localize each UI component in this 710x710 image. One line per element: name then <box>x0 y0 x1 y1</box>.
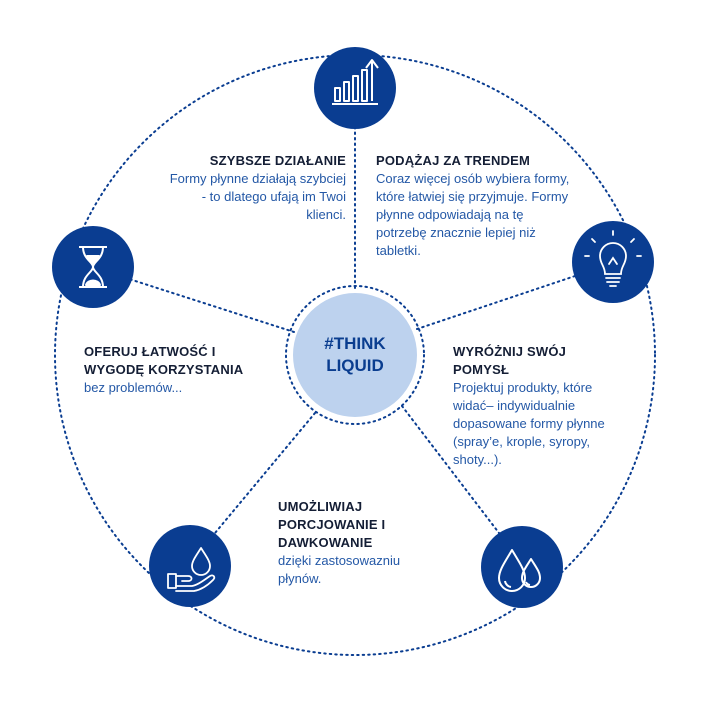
center-label: #THINK LIQUID <box>290 333 420 377</box>
block-body: Projektuj produkty, które widać– indywid… <box>453 380 605 467</box>
node-right <box>572 221 654 303</box>
center-outer-dots <box>285 285 425 425</box>
block-title: SZYBSZE DZIAŁANIE <box>209 153 346 168</box>
lightbulb-icon <box>584 230 642 287</box>
block-body: dzięki zastosowazniu płynów. <box>278 553 401 586</box>
spoke-right <box>416 274 579 330</box>
block-trend: PODĄŻAJ ZA TRENDEM Coraz więcej osób wyb… <box>376 152 572 260</box>
spoke-bottom-left <box>209 412 316 540</box>
block-title: PODĄŻAJ ZA TRENDEM <box>376 153 531 168</box>
spoke-bottom-right <box>401 405 500 534</box>
block-body: Formy płynne działają szybciej - to dlat… <box>169 171 346 222</box>
center-line2: LIQUID <box>326 356 384 375</box>
growth-chart-icon <box>332 59 379 105</box>
center-line1: #THINK <box>324 334 386 353</box>
block-pomysl: WYRÓŻNIJ SWÓJ POMYSŁ Projektuj produkty,… <box>453 343 621 469</box>
block-title: UMOŻLIWIAJ PORCJOWANIE I DAWKOWANIE <box>278 499 386 550</box>
block-porcjowanie: UMOŻLIWIAJ PORCJOWANIE I DAWKOWANIE dzię… <box>278 498 428 588</box>
hourglass-icon <box>79 246 107 288</box>
block-latwosc: OFERUJ ŁATWOŚĆ I WYGODĘ KORZYSTANIA bez … <box>84 343 264 397</box>
center-circle <box>293 293 417 417</box>
block-title: WYRÓŻNIJ SWÓJ POMYSŁ <box>453 344 567 377</box>
spoke-left <box>125 277 295 333</box>
water-drops-icon <box>498 549 541 592</box>
node-top <box>314 47 396 129</box>
block-szybsze: SZYBSZE DZIAŁANIE Formy płynne działają … <box>156 152 346 224</box>
block-body: Coraz więcej osób wybiera formy, które ł… <box>376 171 570 258</box>
hand-drop-icon <box>167 547 216 592</box>
node-bottom-left <box>149 525 231 607</box>
block-title: OFERUJ ŁATWOŚĆ I WYGODĘ KORZYSTANIA <box>84 344 244 377</box>
block-body: bez problemów... <box>84 380 183 395</box>
